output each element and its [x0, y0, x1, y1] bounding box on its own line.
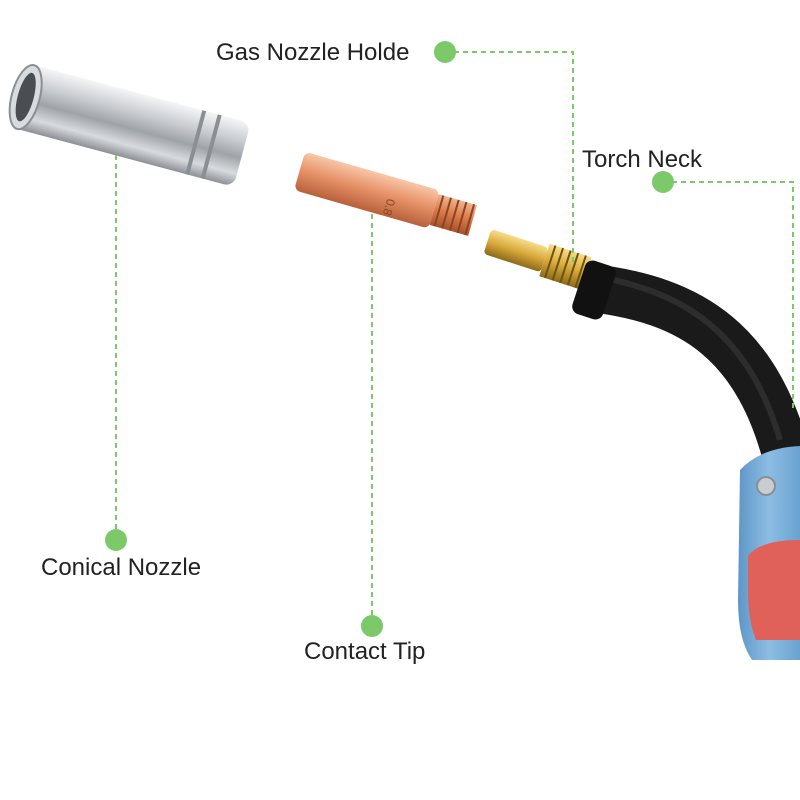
callout-dot-torch-neck — [652, 171, 674, 193]
torch-neck-part — [572, 260, 800, 476]
gas-nozzle-holder-part — [484, 230, 592, 290]
label-contact-tip: Contact Tip — [304, 638, 426, 665]
callout-dot-conical-nozzle — [105, 529, 127, 551]
conical-nozzle-part — [8, 63, 249, 185]
label-gas-nozzle-holder: Gas Nozzle Holde — [216, 39, 410, 66]
callout-lines — [115, 51, 794, 624]
label-conical-nozzle: Conical Nozzle — [41, 554, 202, 581]
contact-tip-part: 0.8 — [295, 153, 477, 236]
callout-dots — [105, 41, 674, 637]
label-torch-neck: Torch Neck — [582, 146, 703, 173]
callout-dot-gas-nozzle-holder — [434, 41, 456, 63]
tip-size-marking: 0.8 — [380, 197, 398, 217]
callout-line-torch-neck — [663, 181, 794, 412]
torch-handle-part — [738, 446, 800, 660]
callout-line-gas-nozzle-holder — [445, 51, 574, 262]
callout-dot-contact-tip — [361, 615, 383, 637]
